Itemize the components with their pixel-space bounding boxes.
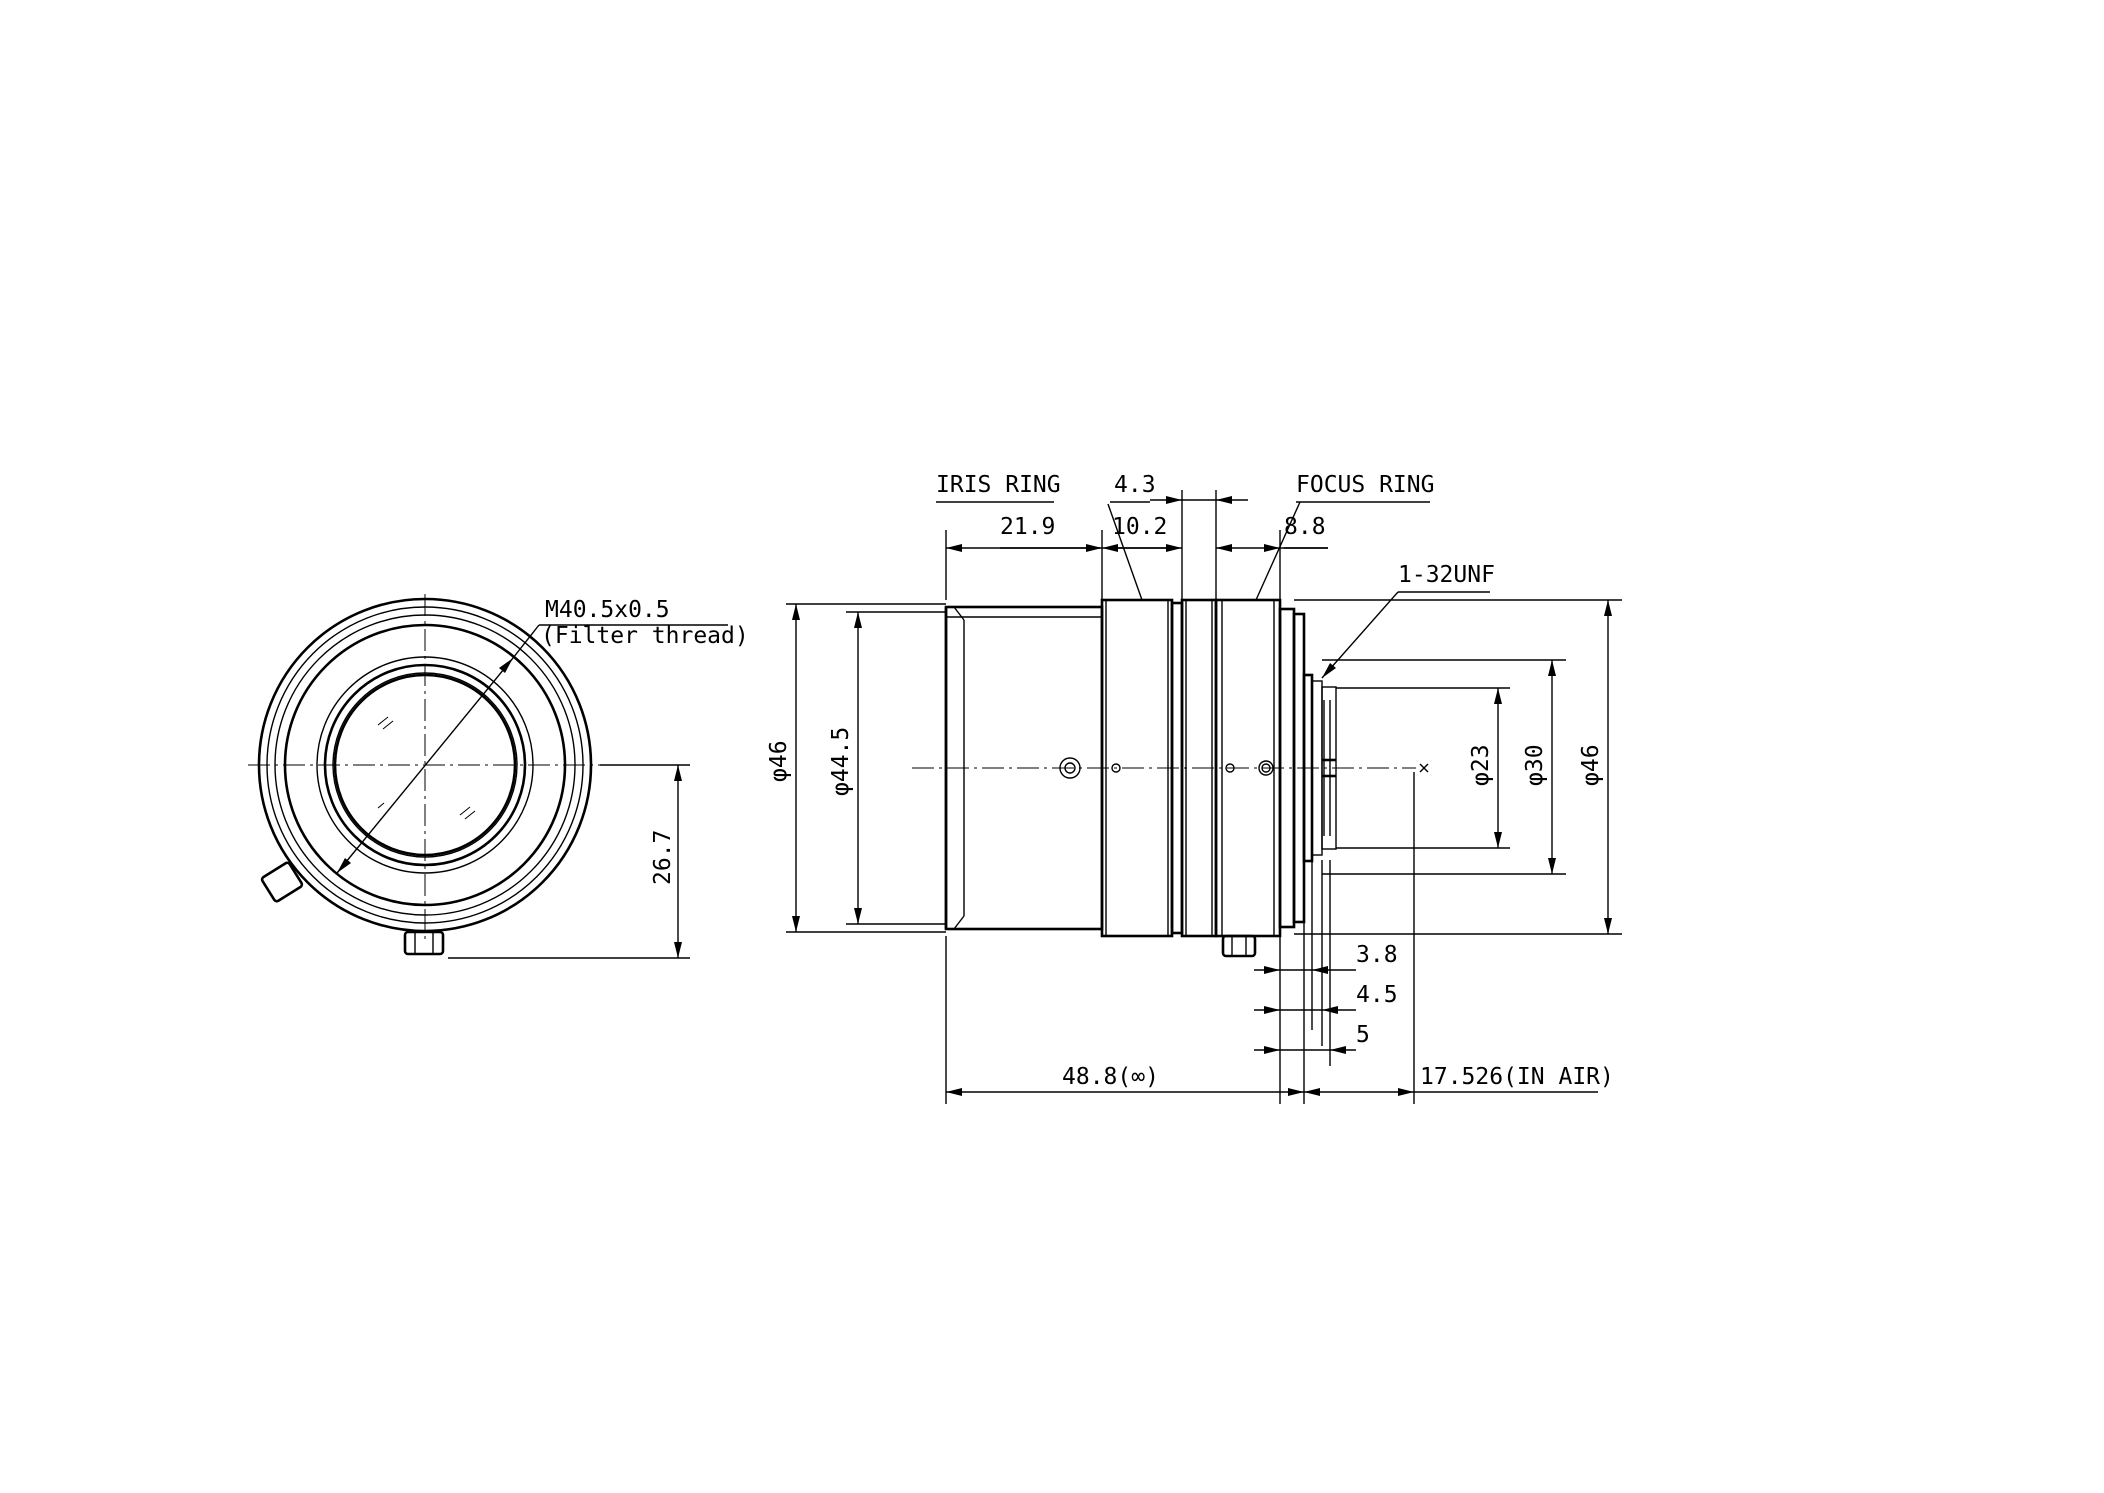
mount-depth-1-dimension: 3.8 — [1356, 942, 1398, 968]
side-view — [786, 490, 1622, 1104]
mount-thread-label: 1-32UNF — [1398, 562, 1495, 588]
rear-diameter-inner-dimension: φ23 — [1468, 744, 1494, 786]
mount-depth-3-dimension: 5 — [1356, 1022, 1370, 1048]
overall-length-dimension: 48.8(∞) — [1062, 1064, 1159, 1090]
outer-diameter-right-dimension: φ46 — [1578, 744, 1604, 786]
filter-thread-note-label: (Filter thread) — [541, 623, 749, 649]
gap-width-dimension: 4.3 — [1114, 472, 1156, 498]
front-view — [248, 594, 728, 959]
iris-ring-width-dimension: 10.2 — [1112, 514, 1167, 540]
mount-depth-2-dimension: 4.5 — [1356, 982, 1398, 1008]
flange-back-dimension: 17.526(IN AIR) — [1420, 1064, 1614, 1090]
focus-ring-width-dimension: 8.8 — [1284, 514, 1326, 540]
front-height-dimension: 26.7 — [650, 830, 676, 885]
focus-ring-label: FOCUS RING — [1296, 472, 1434, 498]
filter-thread-size-label: M40.5x0.5 — [545, 597, 670, 623]
iris-ring-label: IRIS RING — [936, 472, 1061, 498]
front-diameter-dimension: φ44.5 — [828, 727, 854, 796]
outer-diameter-left-dimension: φ46 — [766, 740, 792, 782]
rear-diameter-outer-dimension: φ30 — [1522, 744, 1548, 786]
body-length-front-dimension: 21.9 — [1000, 514, 1055, 540]
